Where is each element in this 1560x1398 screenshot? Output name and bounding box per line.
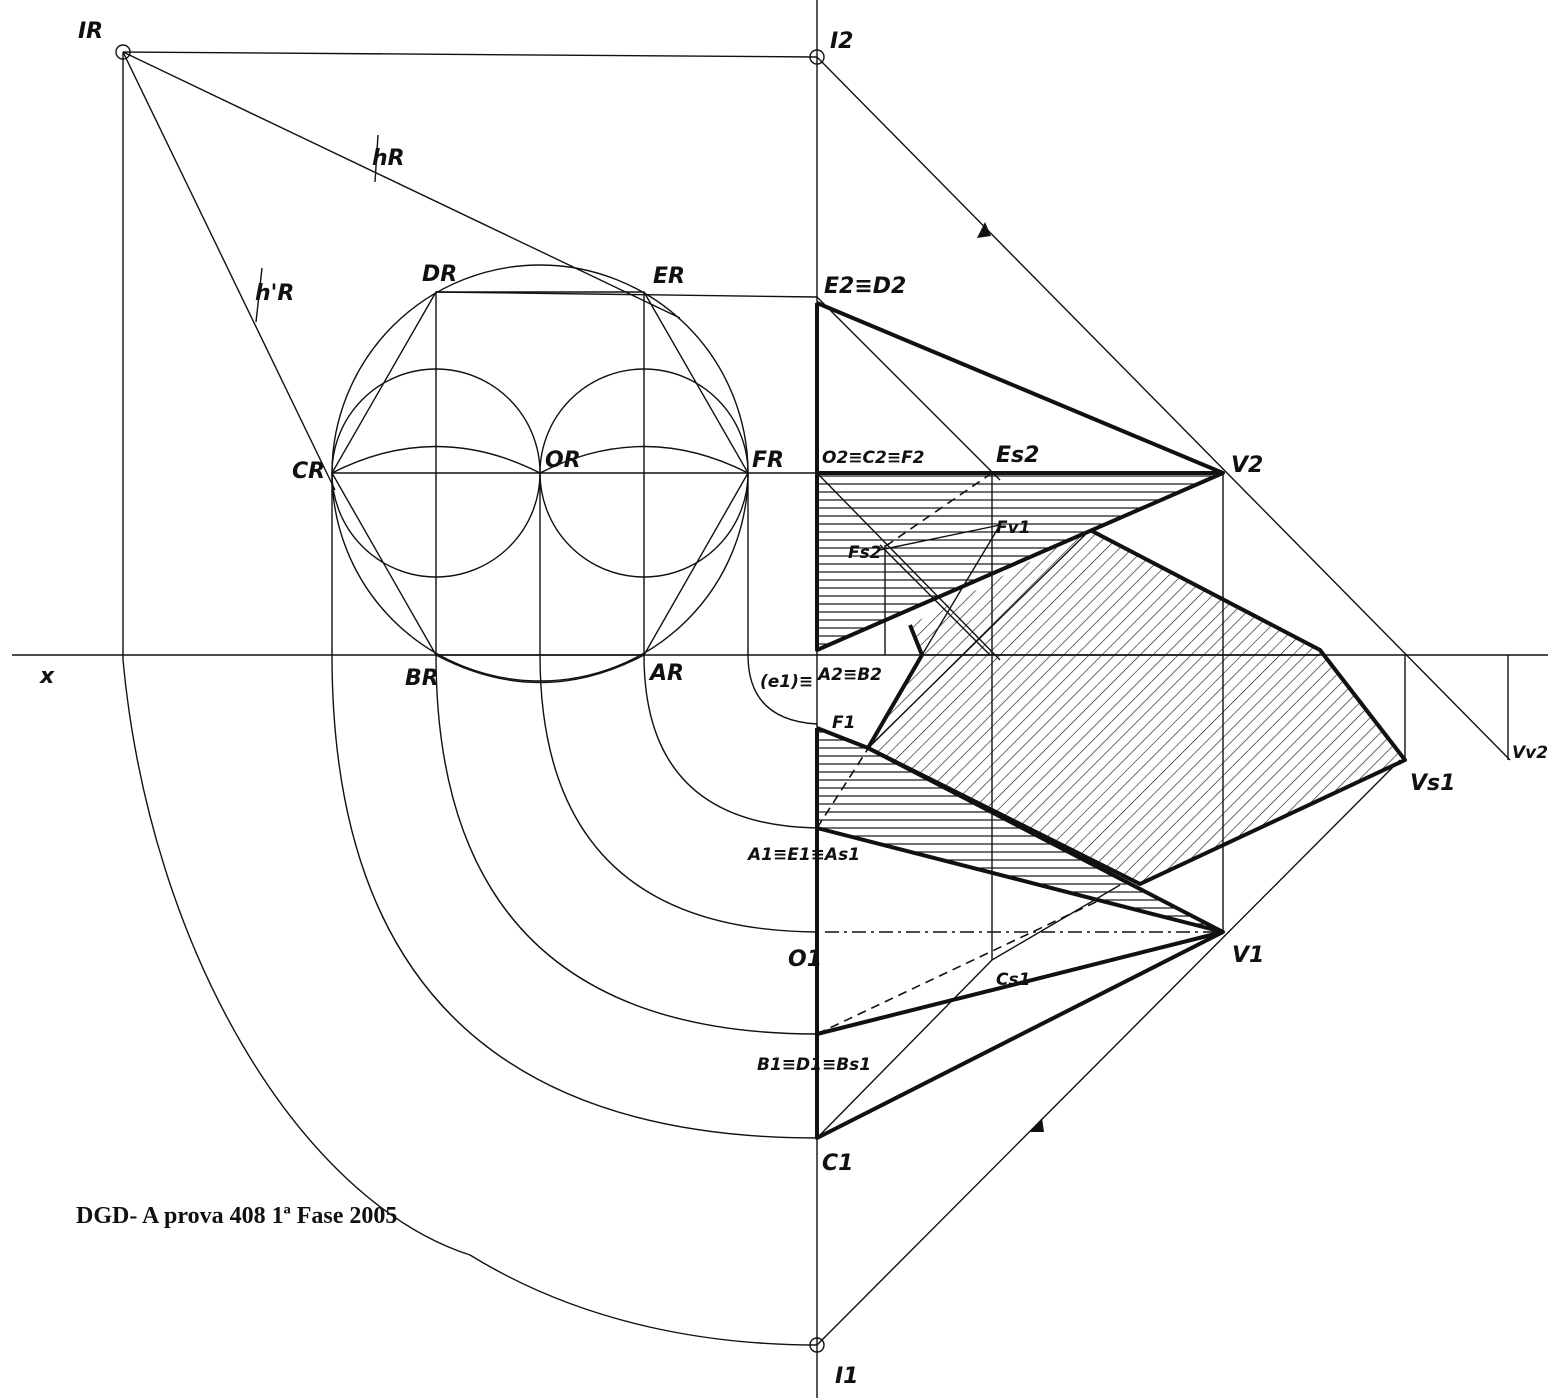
h-prime-R-line	[122, 51, 336, 491]
OR-label: OR	[545, 448, 581, 473]
arc-BR	[435, 654, 818, 1035]
Vv2-label: Vv2	[1512, 743, 1548, 763]
hR-label: hR	[372, 146, 405, 171]
h-prime-R-tick	[255, 267, 263, 323]
AR-label: AR	[648, 661, 684, 686]
Cs1-line	[991, 884, 1121, 961]
V2-label: V2	[1231, 453, 1263, 478]
arc-bottom	[435, 654, 645, 684]
shadow-inner-diag	[867, 529, 1091, 749]
arc-FR	[747, 654, 818, 725]
Cs1-label: Cs1	[996, 970, 1030, 990]
V1-label: V1	[1232, 943, 1264, 968]
e1-label: (e1)≡	[760, 672, 813, 692]
A2-B2-label: A2≡B2	[816, 665, 882, 685]
Q2-Es2-diag	[816, 472, 1001, 661]
B1-dashed	[816, 899, 1101, 1035]
arrow-up-marker	[977, 222, 991, 238]
Vs1-label: Vs1	[1410, 771, 1455, 796]
shadow-diagonal-hatch	[868, 530, 1405, 884]
big-arc-lower	[469, 1254, 818, 1346]
A1-dashed	[816, 729, 881, 829]
CR-label: CR	[292, 459, 325, 484]
arc-OR	[539, 654, 818, 933]
Fv1-lower	[921, 524, 1001, 656]
C1-label: C1	[822, 1151, 853, 1176]
I2-point-marker	[809, 49, 825, 65]
DR-ER-line	[435, 291, 818, 298]
I2-direction-line	[816, 56, 1511, 761]
BR-label: BR	[405, 666, 439, 691]
pyramid-frontal-outline	[815, 301, 1225, 652]
I1-point-marker	[809, 1337, 825, 1353]
A1-E1-As1-label: A1≡E1≡As1	[746, 845, 860, 865]
h-prime-R-label: h'R	[255, 281, 294, 306]
Es2-Fv1-line	[879, 472, 993, 551]
Fv1-label: Fv1	[996, 518, 1031, 538]
E2-V2-ray	[816, 296, 1001, 481]
E2-D2-label: E2≡D2	[824, 274, 906, 299]
Fs2-label: Fs2	[848, 543, 882, 563]
O1-label: O1	[788, 947, 822, 972]
IR-label: IR	[78, 19, 103, 44]
ER-label: ER	[653, 264, 685, 289]
B1-V1-edge	[816, 930, 1224, 1036]
exam-caption: DGD- A prova 408 1ª Fase 2005	[76, 1203, 398, 1229]
hR-tick	[374, 134, 379, 183]
arrow-down-marker	[1030, 1118, 1044, 1132]
Es2-label: Es2	[996, 443, 1039, 468]
A1-V1-edge	[816, 826, 1224, 934]
IR-point-marker	[115, 44, 131, 60]
I1-label: I1	[835, 1364, 859, 1389]
O2-C2-F2-label: O2≡C2≡F2	[822, 448, 925, 468]
IR-I2-line	[122, 51, 818, 58]
big-arc-IR-I1	[122, 659, 471, 1256]
FR-label: FR	[752, 448, 784, 473]
arc-CR	[331, 654, 818, 1139]
x-axis-label: x	[39, 664, 55, 689]
Fs2-Fv1-line	[879, 524, 1001, 551]
C1-V-line	[816, 959, 993, 1139]
arc-AR	[643, 654, 818, 829]
I2-label: I2	[830, 29, 854, 54]
Fs2-diag	[879, 544, 991, 656]
I1-direction-line	[816, 759, 1401, 1346]
B1-D1-Bs1-label: B1≡D1≡Bs1	[757, 1055, 871, 1075]
DR-label: DR	[422, 262, 457, 287]
hR-line	[122, 51, 681, 319]
F1-label: F1	[832, 713, 855, 733]
